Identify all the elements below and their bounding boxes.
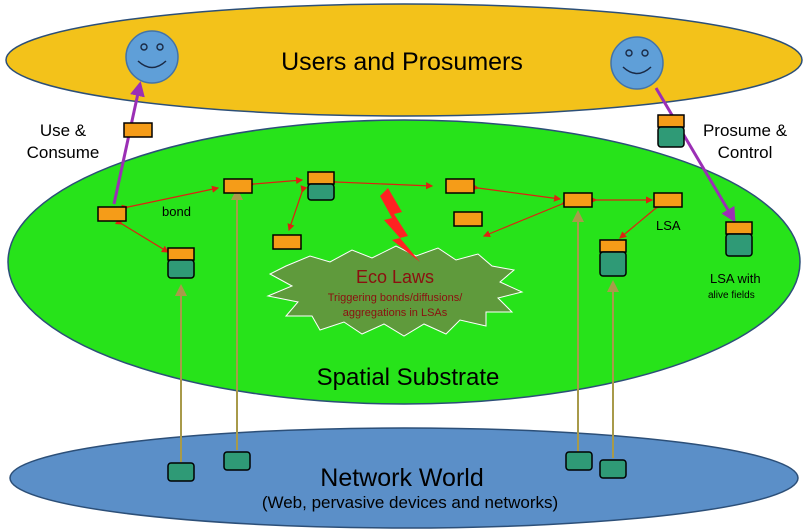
lsa-box-icon	[223, 178, 253, 194]
lsa-box-icon	[272, 234, 302, 250]
smiley-user-icon	[610, 36, 664, 90]
smiley-user-icon	[125, 30, 179, 84]
lsa-alive-label: LSA with	[710, 271, 761, 286]
eco-laws-title: Eco Laws	[356, 267, 434, 287]
lsa-box-icon	[97, 206, 127, 222]
prosume-control-label: Prosume &	[703, 121, 788, 140]
prosume-control-label: Control	[718, 143, 773, 162]
network-device-icon	[565, 451, 593, 471]
network-world-layer	[9, 427, 799, 529]
device-stack-icon	[725, 221, 753, 257]
network-device-icon	[223, 451, 251, 471]
device-stack-icon	[307, 171, 335, 201]
lightning-icon	[380, 188, 420, 262]
use-consume-label: Consume	[27, 143, 100, 162]
device-stack-icon	[657, 114, 685, 148]
network-device-icon	[167, 462, 195, 482]
lsa-box-icon	[453, 211, 483, 227]
network-devices	[167, 451, 627, 482]
device-links	[175, 188, 619, 462]
lsa-box-icon	[445, 178, 475, 194]
users-prosumers-layer	[5, 3, 803, 117]
eco-laws-line2: aggregations in LSAs	[343, 307, 448, 319]
lsa-alive-label: alive fields	[708, 290, 755, 301]
spatial-substrate-title: Spatial Substrate	[317, 364, 500, 391]
bond-arrows	[115, 176, 663, 253]
network-world-subtitle: (Web, pervasive devices and networks)	[262, 493, 558, 512]
use-consume-label: Use &	[40, 121, 87, 140]
lsa-label: LSA	[656, 218, 681, 233]
bond-label: bond	[162, 204, 191, 219]
users-prosumers-title: Users and Prosumers	[281, 48, 523, 76]
lsa-box-icon	[123, 122, 153, 138]
eco-laws-line1: Triggering bonds/diffusions/	[328, 292, 463, 304]
eco-laws-burst	[266, 245, 524, 337]
lsa-boxes	[97, 122, 683, 250]
network-device-icon	[599, 459, 627, 479]
device-stack-icon	[599, 239, 627, 277]
device-stack-icon	[167, 247, 195, 279]
lsa-box-icon	[653, 192, 683, 208]
network-world-title: Network World	[320, 464, 483, 492]
user-links	[112, 81, 736, 223]
lsa-box-icon	[563, 192, 593, 208]
